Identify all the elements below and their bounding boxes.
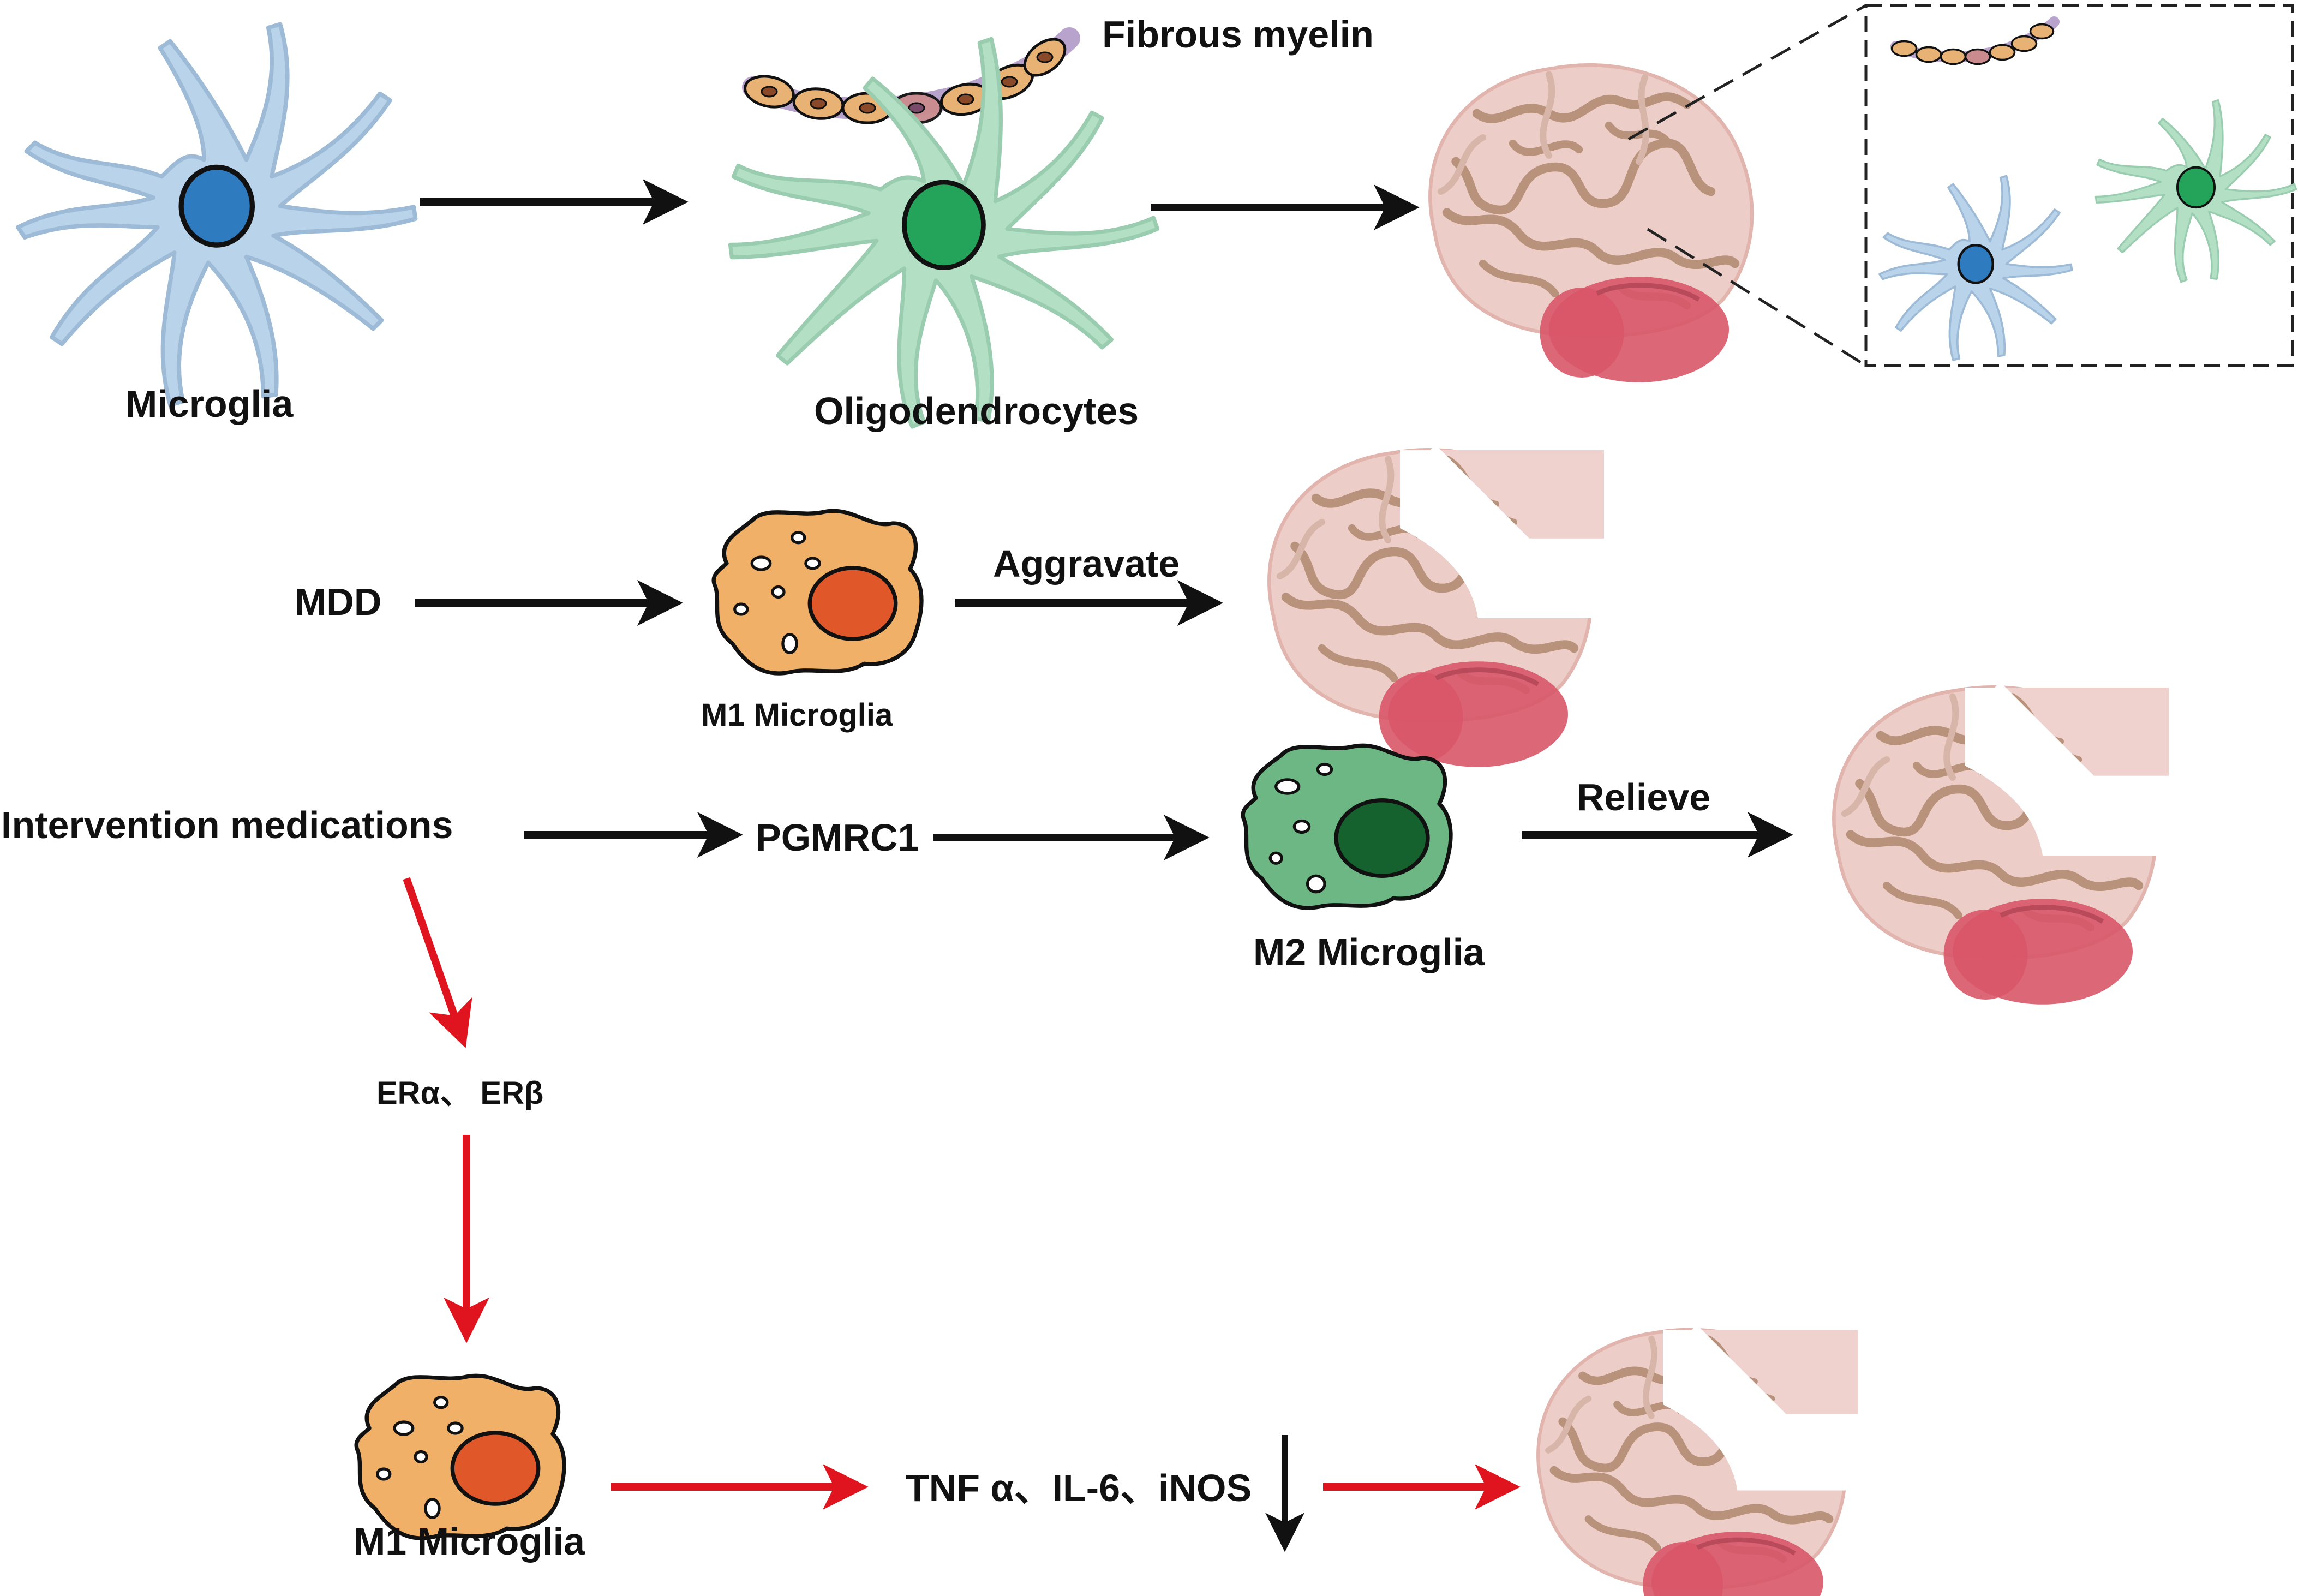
relieve-label: Relieve — [1577, 776, 1711, 818]
m2-microglia-cell-icon — [1243, 745, 1451, 908]
brain-icon-top — [1430, 65, 1752, 382]
brain-icon-bottom — [1538, 1330, 1858, 1596]
mdd-label: MDD — [295, 581, 382, 623]
pgmrc1-label: PGMRC1 — [756, 816, 919, 859]
intervention-medications-label: Intervention medications — [1, 804, 453, 846]
m1-microglia-label-top: M1 Microglia — [701, 697, 893, 733]
m2-microglia-label: M2 Microglia — [1253, 931, 1485, 973]
cytokines-label: TNF α、IL-6、iNOS — [906, 1467, 1252, 1509]
brain-icon-relieve — [1834, 687, 2169, 1005]
microglia-label: Microglia — [125, 382, 294, 425]
zoom-inset — [1627, 4, 2296, 367]
oligodendrocytes-label: Oligodendrocytes — [814, 390, 1139, 432]
brain-icon-aggravate — [1269, 450, 1604, 767]
m1-microglia-cell-icon-top — [714, 511, 921, 673]
aggravate-label: Aggravate — [993, 542, 1180, 585]
er-alpha-beta-label: ERα、 ERβ — [376, 1075, 544, 1111]
m1-microglia-cell-icon-bottom — [356, 1376, 564, 1538]
m1-microglia-label-bottom: M1 Microglia — [354, 1520, 585, 1563]
arrow-intervention-to-er — [403, 877, 472, 1048]
microglia-cell-icon — [18, 25, 416, 405]
fibrous-myelin-label: Fibrous myelin — [1102, 13, 1374, 56]
